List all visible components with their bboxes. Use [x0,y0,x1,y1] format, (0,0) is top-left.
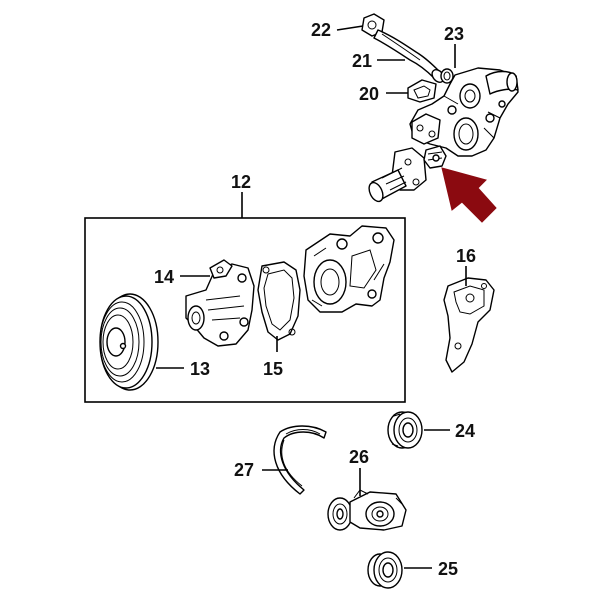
indicator-arrow [441,167,497,223]
callout-24: 24 [455,421,475,441]
part-26-tensioner [327,468,407,531]
thermostat-housing [409,67,519,157]
water-pump-housing [303,225,395,313]
part-25-idler-pulley [367,551,432,589]
part-27-belt [262,425,327,495]
callout-12: 12 [231,172,251,192]
thermostat-element [423,145,447,169]
part-15-gasket [257,261,301,352]
callout-20: 20 [359,84,379,104]
callout-27: 27 [234,460,254,480]
part-21-tube [373,29,445,83]
callout-13: 13 [190,359,210,379]
callout-26: 26 [349,447,369,467]
callout-21: 21 [352,51,372,71]
callout-14: 14 [154,267,174,287]
part-24-idler-pulley [387,411,450,449]
part-23-o-ring [440,44,456,84]
water-pump-group-box [84,192,406,403]
callout-23: 23 [444,24,464,44]
part-20-gasket [386,79,437,103]
thermostat-outlet-elbow [368,147,427,203]
callout-25: 25 [438,559,458,579]
part-14-water-pump [180,259,255,347]
part-13-pulley [99,293,184,391]
callout-15: 15 [263,359,283,379]
callout-16: 16 [456,246,476,266]
callout-22: 22 [311,20,331,40]
part-16-gasket [443,266,495,373]
